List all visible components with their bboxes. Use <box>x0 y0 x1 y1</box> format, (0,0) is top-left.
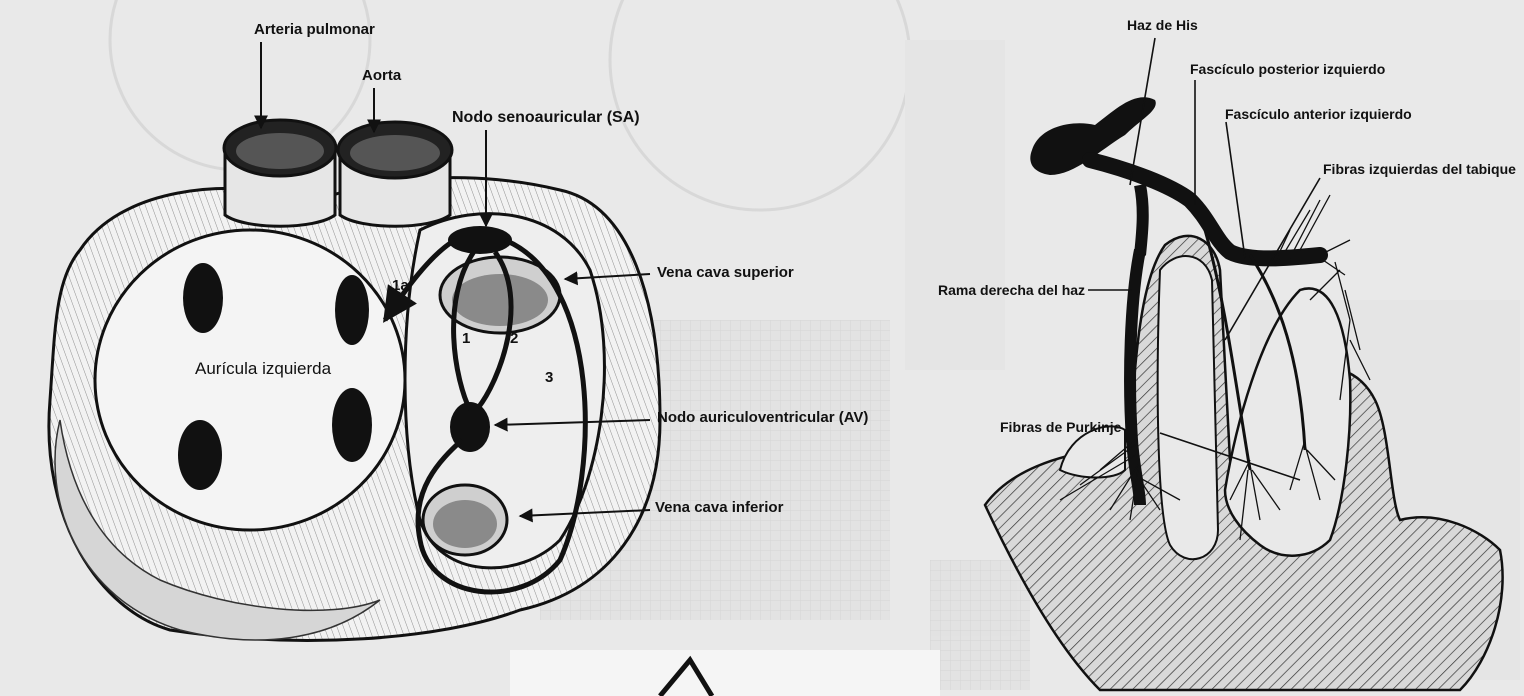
pulmonary-vein-opening <box>332 388 372 462</box>
label-aorta: Aorta <box>362 68 401 83</box>
heart-illustration <box>49 120 660 640</box>
lv-cavity <box>1225 288 1350 555</box>
label-auricula-izquierda: Aurícula izquierda <box>195 360 331 377</box>
label-vena-cava-superior: Vena cava superior <box>657 265 794 280</box>
pathway-number-2: 2 <box>510 330 518 347</box>
sa-node <box>448 226 512 254</box>
label-fasciculo-posterior: Fascículo posterior izquierdo <box>1190 62 1385 76</box>
label-vena-cava-inferior: Vena cava inferior <box>655 500 783 515</box>
label-arteria-pulmonar: Arteria pulmonar <box>254 22 375 37</box>
label-rama-derecha: Rama derecha del haz <box>938 283 1085 297</box>
label-fibras-izquierdas: Fibras izquierdas del tabique <box>1323 162 1516 176</box>
pulmonary-vein-opening <box>183 263 223 333</box>
pathway-number-3: 3 <box>545 369 553 386</box>
label-fasciculo-anterior: Fascículo anterior izquierdo <box>1225 107 1412 121</box>
label-fibras-purkinje: Fibras de Purkinje <box>1000 420 1121 434</box>
pulmonary-vein-opening <box>335 275 369 345</box>
label-haz-de-his: Haz de His <box>1127 18 1198 32</box>
pulmonary-vein-opening <box>178 420 222 490</box>
bottom-blank-panel <box>510 650 940 696</box>
left-atrium <box>95 230 405 530</box>
label-nodo-sa: Nodo senoauricular (SA) <box>452 110 640 126</box>
pathway-number-1: 1 <box>462 330 470 347</box>
septal-chamber <box>1158 256 1218 559</box>
pathway-number-1a: 1a <box>392 277 409 294</box>
label-nodo-av: Nodo auriculoventricular (AV) <box>657 410 868 425</box>
